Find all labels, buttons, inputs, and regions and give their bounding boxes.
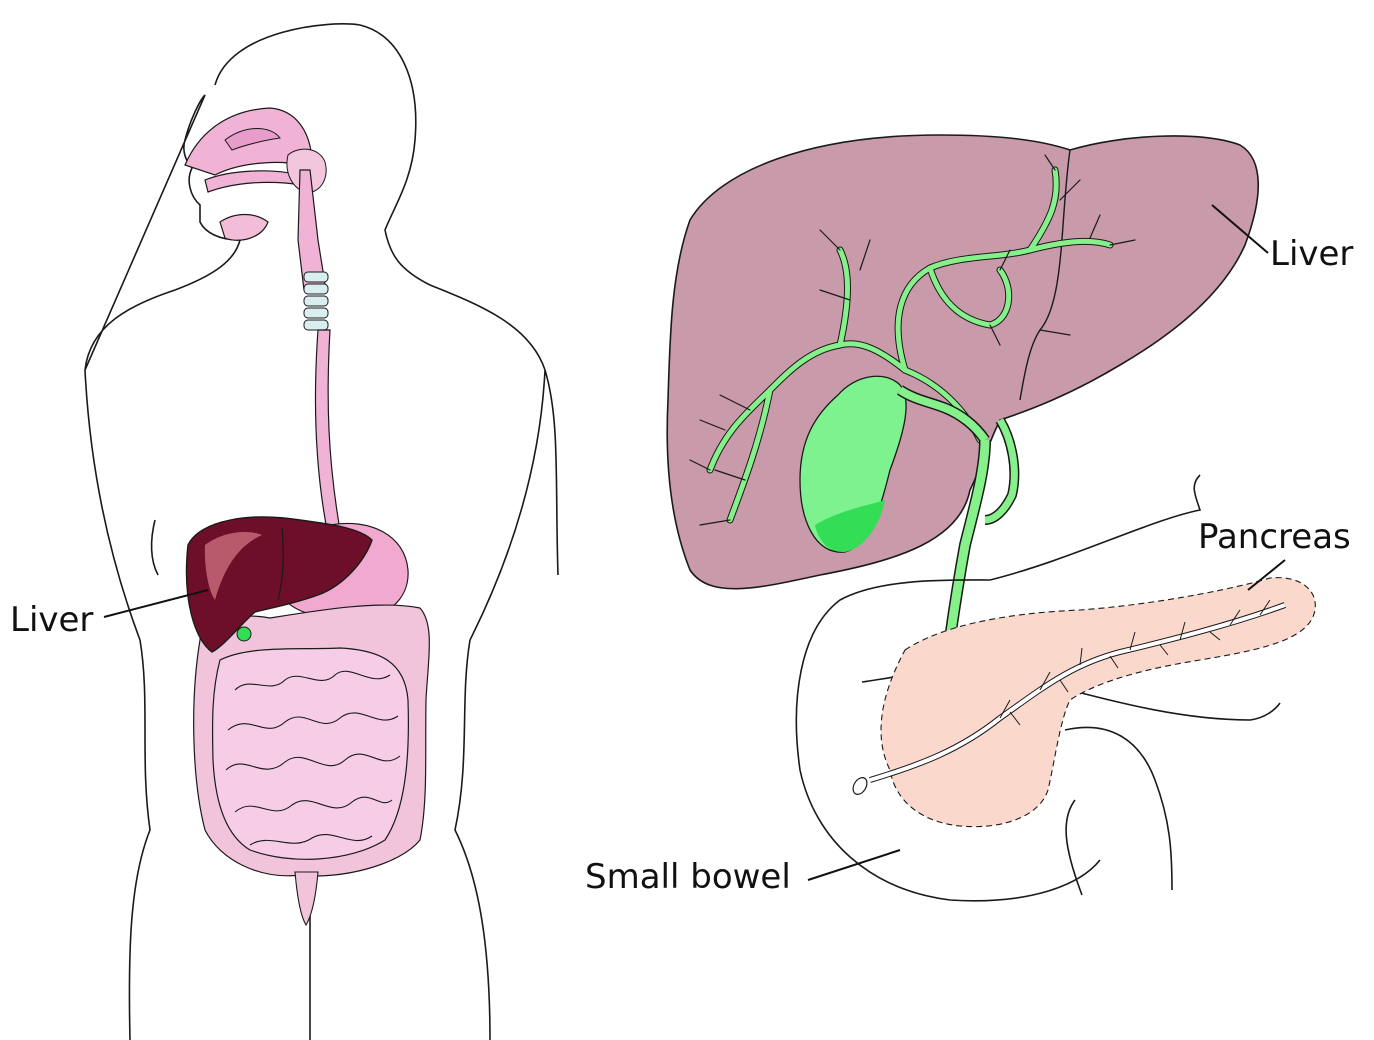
palate (205, 171, 302, 192)
esophagus (315, 330, 340, 535)
left-arm-inner (152, 520, 158, 575)
left-liver-label: Liver (10, 600, 93, 640)
right-liver-shape (667, 135, 1258, 589)
tongue (220, 215, 268, 241)
pancreas-label: Pancreas (1198, 517, 1351, 557)
rectum (295, 872, 318, 925)
small-bowel-leader (808, 850, 900, 880)
small-intestine (213, 648, 409, 859)
trachea (304, 272, 328, 330)
pancreas (850, 578, 1315, 827)
intestines (194, 605, 430, 925)
duct-opening (850, 775, 869, 797)
left-gallbladder (237, 627, 251, 641)
esophagus-group (304, 272, 340, 535)
small-bowel-label: Small bowel (585, 857, 791, 897)
right-liver-label: Liver (1270, 234, 1353, 274)
